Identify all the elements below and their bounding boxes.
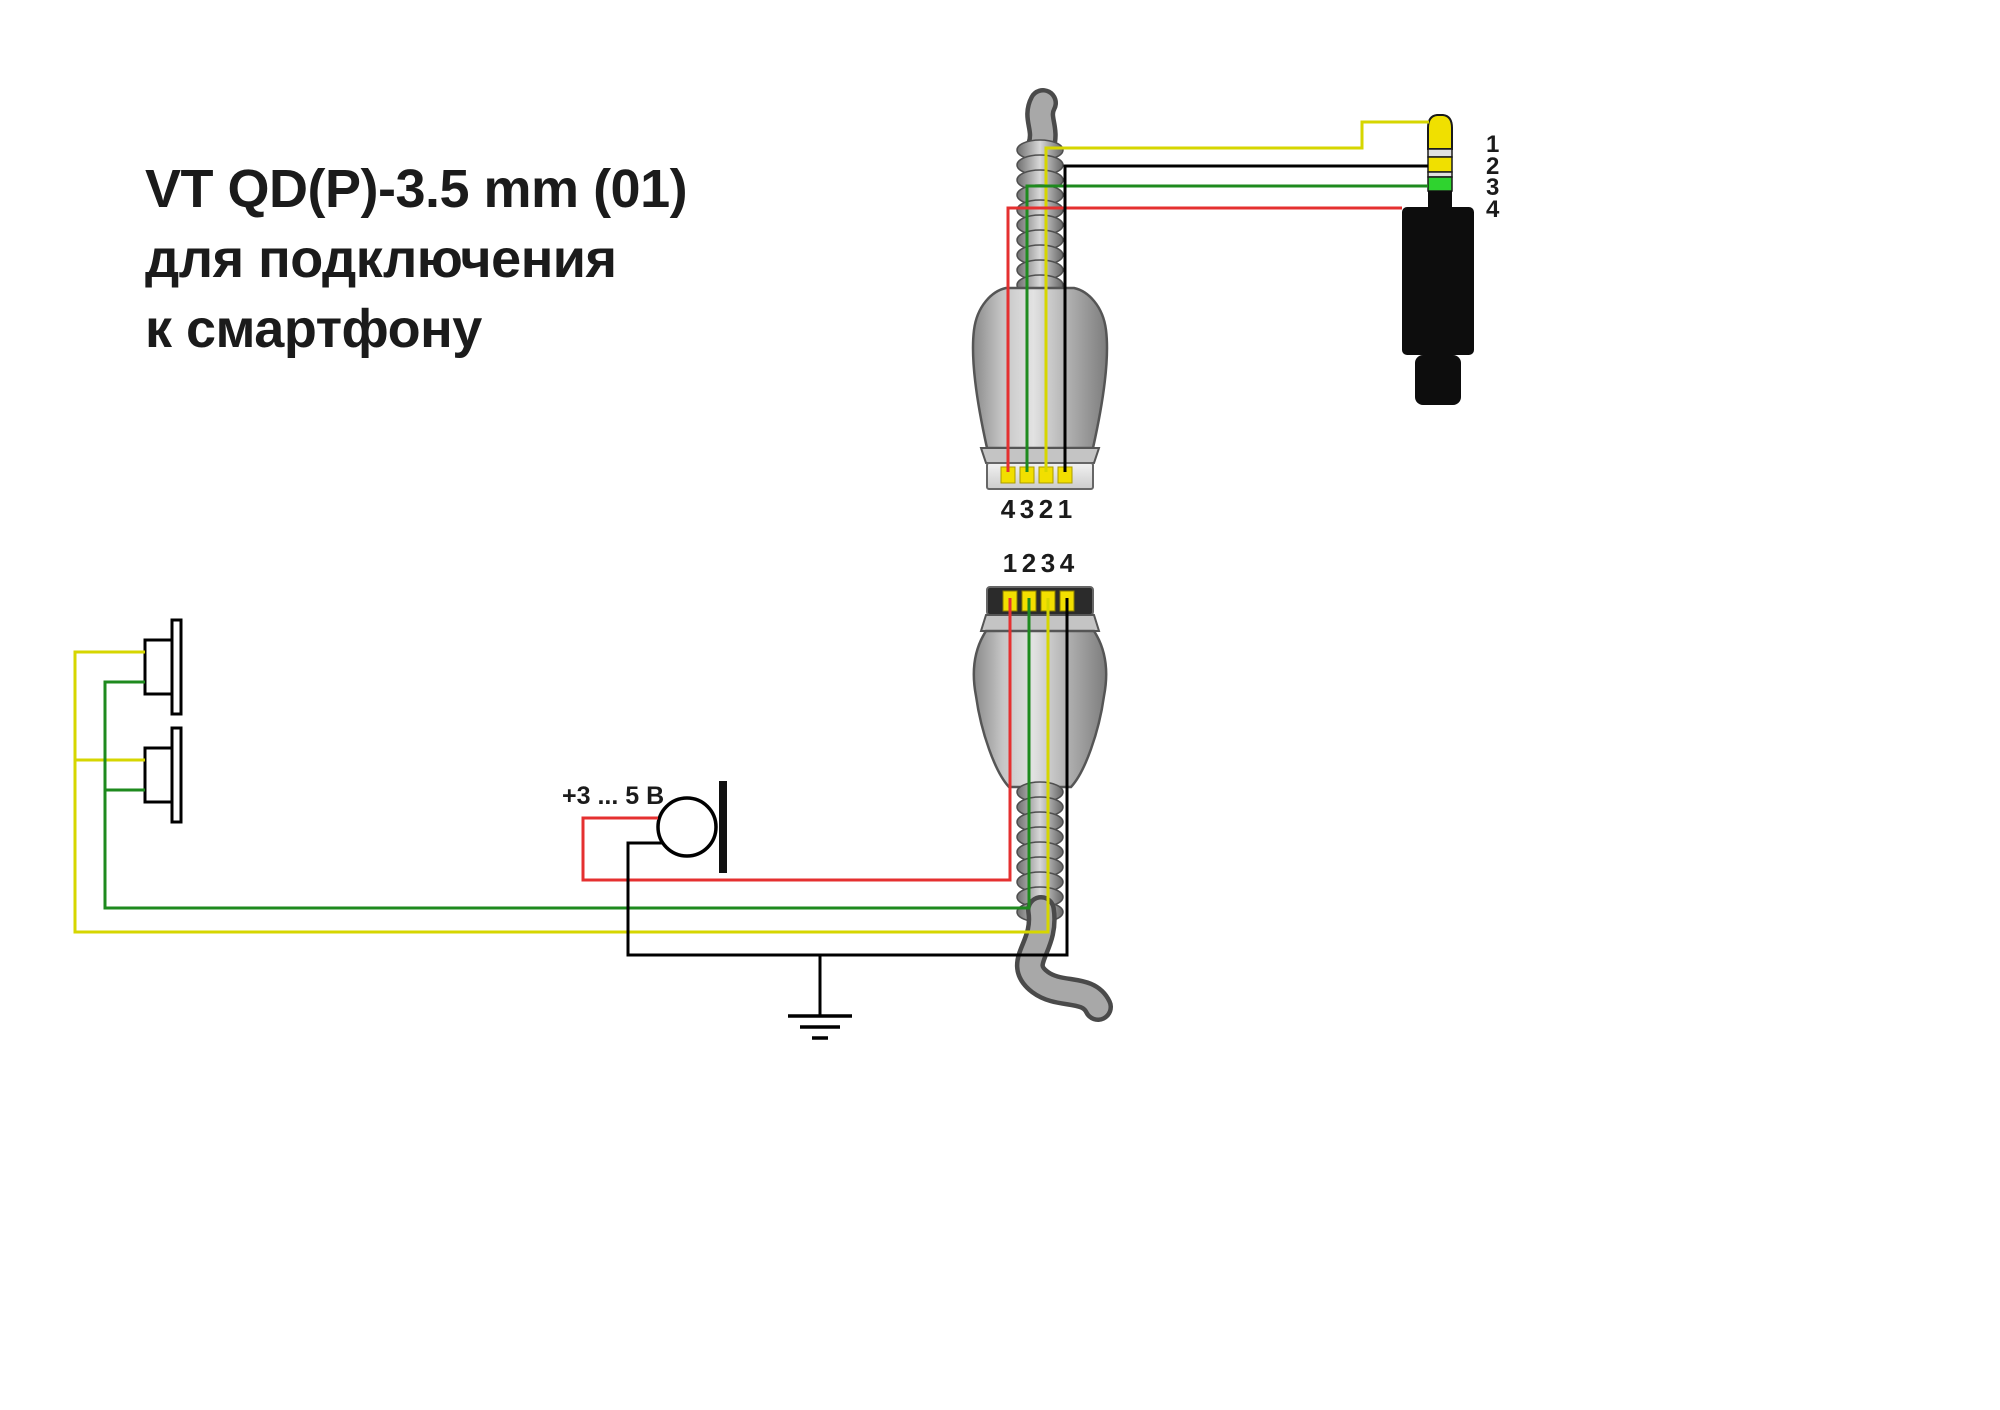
connector-body [971,286,1109,450]
pin-label: 2 [1039,494,1053,524]
jack-contact-label: 3 [1486,174,1499,201]
pin-label: 1 [1003,548,1017,578]
wire-green-to-jack-ring3 [1025,184,1428,472]
wire-black-to-jack-ring2 [1063,164,1428,472]
ground-symbol [788,1014,852,1040]
wire-red-to-microphone [581,598,1012,882]
jack-contact-labels: 1 2 3 4 [1486,131,1500,223]
strain-relief-ribs [1016,139,1064,296]
pin-label: 2 [1022,548,1036,578]
pin-label: 4 [1060,548,1075,578]
green-wires [103,184,1428,910]
jack-contact-label: 1 [1486,131,1499,158]
pin-label: 3 [1020,494,1034,524]
wire-green-to-speaker-1 [103,598,1031,910]
wire-yellow-to-jack-tip [1044,120,1429,472]
speaker-1 [143,618,183,716]
title: VT QD(P)-3.5 mm (01) для подключения к с… [145,159,688,359]
title-line-2: для подключения [145,229,617,289]
speaker-2 [143,726,183,824]
jack-contact-label: 4 [1486,196,1500,223]
contact-pins [1000,466,1073,484]
bottom-connector-pin-labels: 1 2 3 4 [1003,548,1075,578]
title-line-3: к смартфону [145,299,482,359]
jack-ring-3 [1427,176,1453,192]
jack-insulator-1 [1427,148,1453,158]
top-connector-pin-labels: 4 3 2 1 [1001,494,1072,524]
pin-label: 3 [1041,548,1055,578]
speaker-magnet [143,746,175,804]
black-wires [626,164,1428,1040]
speaker-magnet [143,638,175,696]
jack-body [1402,207,1474,355]
microphone-capsule [656,796,718,858]
speaker-diaphragm [170,726,183,824]
trrs-jack [1402,114,1474,405]
yellow-wires [73,120,1429,934]
wire-yellow-to-speaker-1 [73,598,1050,934]
wire-black-to-microphone [626,598,1069,957]
jack-tip [1427,114,1453,150]
jack-neck [1428,191,1452,208]
speaker-diaphragm [170,618,183,716]
title-line-1: VT QD(P)-3.5 mm (01) [145,159,687,219]
red-wires [581,206,1402,882]
jack-strain-relief [1415,355,1461,405]
pin-label: 1 [1058,494,1072,524]
connector-collar [979,447,1101,464]
microphone-membrane [719,781,727,873]
pin-label: 4 [1001,494,1016,524]
mic-voltage-label: +3 ... 5 В [562,782,664,810]
connector-collar [979,614,1101,632]
microphone [656,781,727,873]
jack-contact-label: 2 [1486,153,1499,180]
connector-body [972,629,1108,789]
cable-stub-core [1019,899,1109,1018]
wire-red-to-jack-sleeve [1006,206,1402,472]
jack-ring-2 [1427,156,1453,173]
